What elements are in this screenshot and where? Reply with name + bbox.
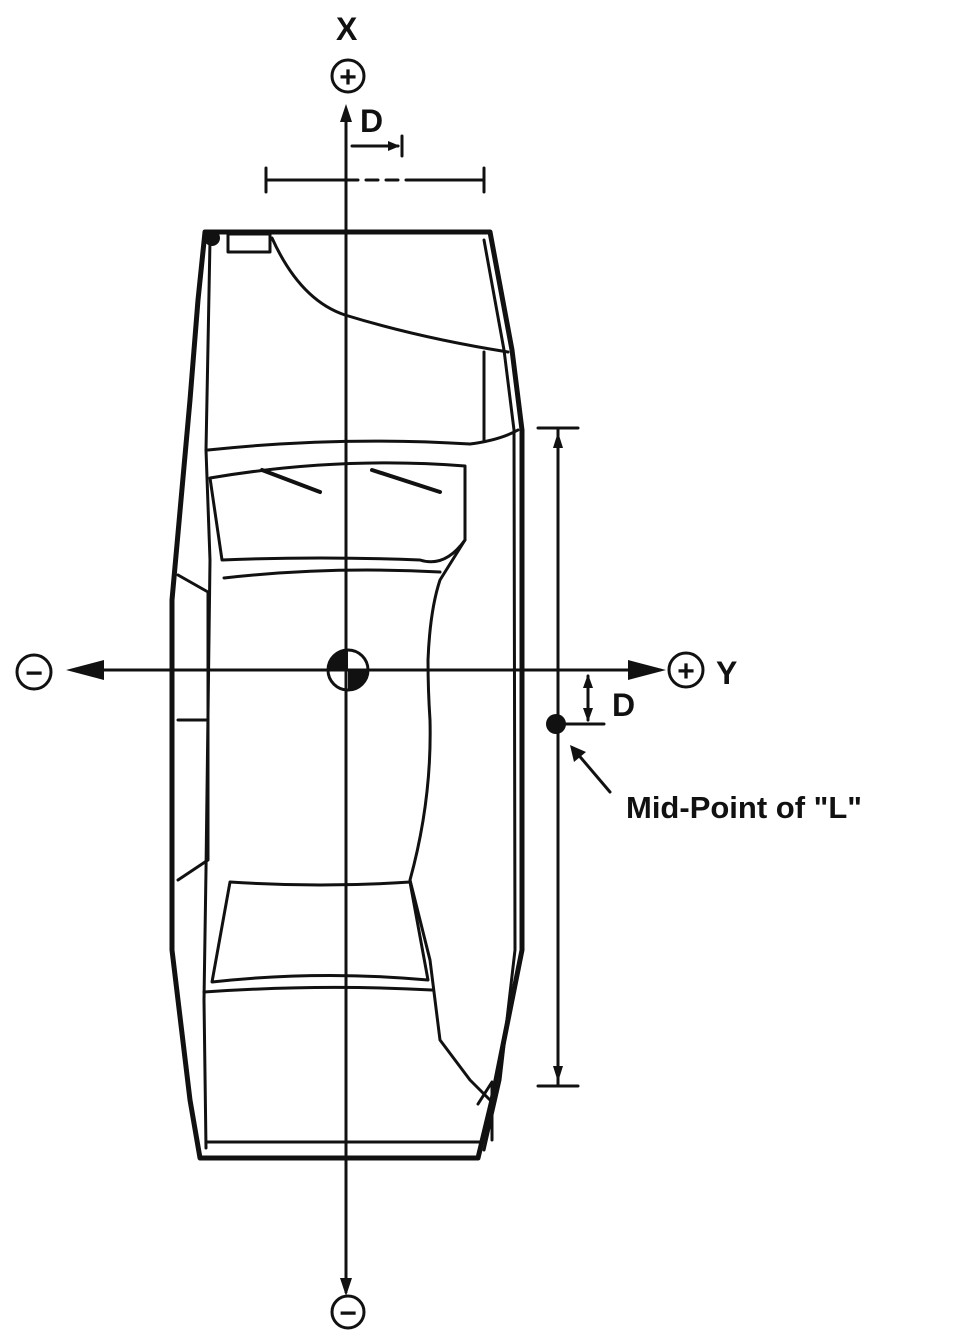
- offset-x-dimension: [350, 134, 404, 158]
- offset-x-label: D: [360, 103, 383, 139]
- y-negative-sign: −: [25, 657, 43, 690]
- origin-fill: [328, 650, 368, 690]
- car-inner-right-outline: [482, 238, 517, 1152]
- wiper-left: [260, 468, 322, 494]
- y-positive-circle: [667, 651, 705, 689]
- x-axis-arrowhead-top: [340, 104, 352, 122]
- wiper-right: [370, 468, 442, 494]
- x-negative-sign: −: [339, 1297, 357, 1330]
- x-axis: [330, 58, 366, 1330]
- y-axis: [15, 651, 705, 691]
- front-corner-dot: [204, 230, 220, 246]
- midpoint-label: Mid-Point of "L": [626, 790, 862, 825]
- front-light: [226, 232, 272, 254]
- midpoint-callout-arrow: [570, 745, 612, 794]
- y-positive-sign: +: [677, 655, 695, 688]
- rear-corner-panel: [476, 1080, 494, 1142]
- windshield: [208, 461, 467, 564]
- y-axis-label: Y: [716, 655, 737, 691]
- left-door-panel: [176, 573, 210, 882]
- rear-deck-line: [202, 985, 434, 994]
- track-dimension: [264, 166, 486, 194]
- length-dimension: [536, 426, 580, 1088]
- x-axis-arrowhead-bottom: [340, 1278, 352, 1296]
- offset-y-arrow-bottom: [583, 708, 593, 722]
- x-positive-circle: [330, 58, 366, 94]
- hood-curve: [270, 236, 510, 354]
- y-axis-arrowhead-left: [66, 660, 104, 680]
- origin-marker: [326, 648, 370, 692]
- offset-y-label: D: [612, 687, 635, 723]
- callout-arrow-line: [574, 750, 612, 794]
- x-negative-circle: [330, 1294, 366, 1330]
- x-positive-sign: +: [339, 61, 357, 94]
- cowl-line: [206, 428, 520, 452]
- offset-y-dimension: [558, 674, 606, 726]
- car-outer-outline: [169, 229, 525, 1161]
- length-arrow-bottom: [553, 1066, 563, 1082]
- rear-window: [210, 880, 430, 984]
- roof-front-line: [222, 568, 442, 580]
- y-axis-arrowhead-right: [628, 660, 666, 680]
- offset-y-arrow-top: [583, 674, 593, 688]
- midpoint-dot: [546, 714, 566, 734]
- right-door-contour: [408, 538, 494, 1104]
- car-body: [169, 229, 525, 1161]
- length-arrow-top: [553, 432, 563, 448]
- y-negative-circle: [15, 653, 53, 691]
- x-axis-label: X: [336, 11, 358, 47]
- callout-arrowhead: [570, 745, 586, 762]
- offset-x-arrowhead: [388, 141, 400, 151]
